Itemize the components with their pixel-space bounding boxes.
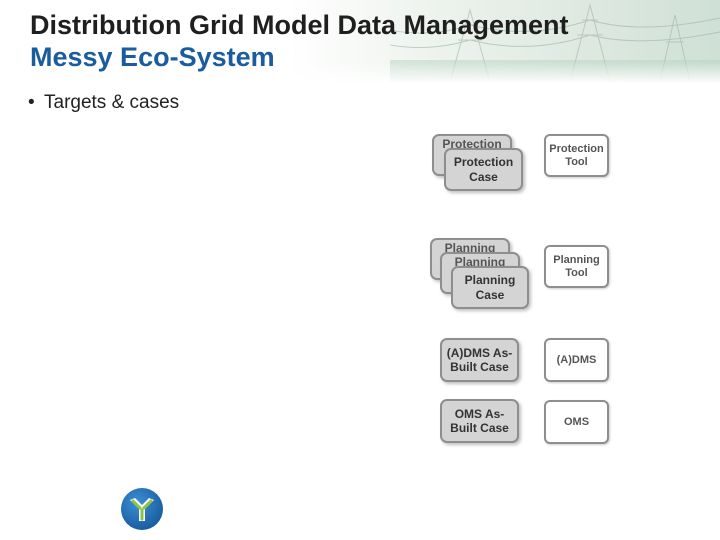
planning-case-box: Planning Case (451, 266, 529, 309)
slide-subtitle: Messy Eco-System (30, 42, 275, 72)
bullet-text: Targets & cases (44, 92, 180, 113)
protection-tool-box: Protection Tool (544, 134, 609, 177)
header-background (0, 0, 720, 82)
planning-tool-box: Planning Tool (544, 245, 609, 288)
oms-case-box: OMS As- Built Case (440, 399, 519, 443)
oms-tool-box: OMS (544, 400, 609, 444)
bullet-dot-icon: • (28, 92, 35, 113)
bullet-item: • Targets & cases (28, 92, 179, 114)
logo-icon (121, 488, 163, 530)
dms-case-box: (A)DMS As- Built Case (440, 338, 519, 382)
dms-tool-box: (A)DMS (544, 338, 609, 382)
protection-case-box: Protection Case (444, 148, 523, 191)
slide-title: Distribution Grid Model Data Management (30, 10, 569, 40)
